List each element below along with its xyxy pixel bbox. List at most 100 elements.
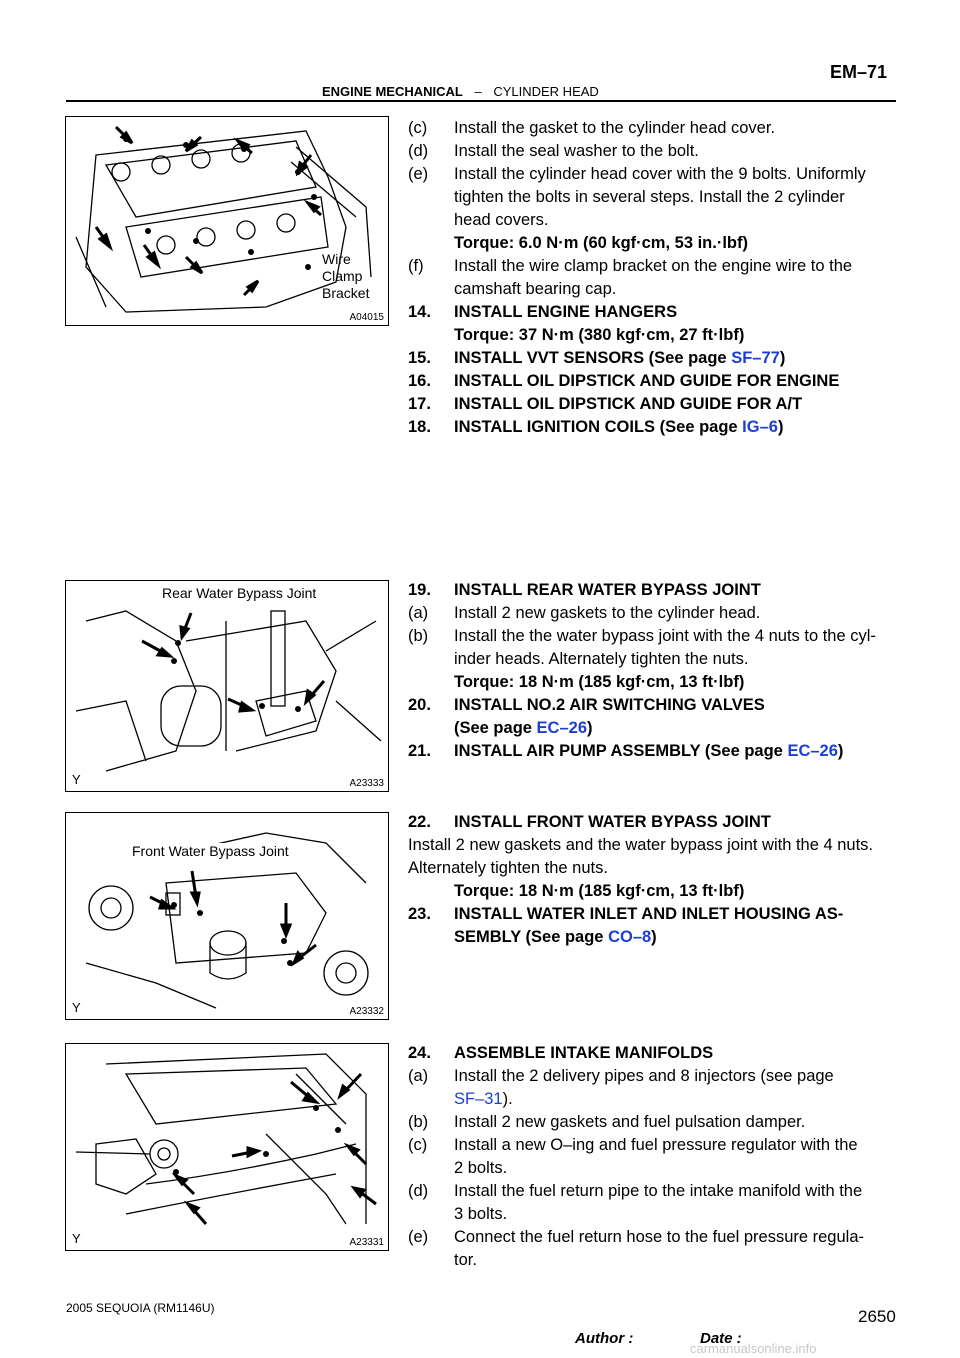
- step-number: (b): [408, 1113, 429, 1131]
- step-text: Install the gasket to the cylinder head …: [454, 119, 776, 137]
- step-21: 21. INSTALL AIR PUMP ASSEMBLY (See page E…: [408, 741, 843, 762]
- step-16: 16. INSTALL OIL DIPSTICK AND GUIDE FOR EN…: [408, 371, 839, 392]
- step-text: Install 2 new gaskets and fuel pulsation…: [454, 1113, 806, 1131]
- page-number: EM–71: [830, 62, 888, 82]
- step-text: SEMBLY (See page: [454, 928, 609, 946]
- step-number: 24.: [408, 1044, 431, 1062]
- page-reference-link[interactable]: SF–77: [731, 349, 780, 367]
- step-22-text-1: Install 2 new gaskets and the water bypa…: [408, 836, 874, 854]
- step-24-e-cont: tor.: [454, 1251, 477, 1269]
- step-number: (d): [408, 1182, 429, 1200]
- torque-spec: Torque: 37 N·m (380 kgf·cm, 27 ft·lbf): [454, 325, 744, 346]
- step-19-a: (a)Install 2 new gaskets to the cylinder…: [408, 603, 760, 624]
- subsection-title: CYLINDER HEAD: [493, 84, 599, 99]
- footer-model: 2005 SEQUOIA (RM1146U): [66, 1301, 215, 1315]
- figure-marker: Y: [72, 1000, 81, 1015]
- step-number: 20.: [408, 696, 431, 714]
- page-reference-link[interactable]: IG–6: [742, 418, 778, 436]
- step-14: 14.INSTALL ENGINE HANGERS: [408, 302, 677, 323]
- figure-code: A23332: [349, 1006, 384, 1017]
- step-number: (d): [408, 142, 429, 160]
- running-header: ENGINE MECHANICAL – CYLINDER HEAD: [322, 84, 599, 99]
- step-24-a: (a) Install the 2 delivery pipes and 8 in…: [408, 1066, 834, 1087]
- page-reference-link[interactable]: CO–8: [608, 928, 652, 946]
- figure-code: A23331: [349, 1237, 384, 1248]
- section-title: ENGINE MECHANICAL: [322, 84, 463, 99]
- step-text-end: ): [779, 349, 786, 367]
- step-19: 19. INSTALL REAR WATER BYPASS JOINT: [408, 580, 761, 601]
- step-e-cont-1: tighten the bolts in several steps. Inst…: [454, 188, 845, 206]
- figure-label-wire-clamp-bracket: Wire Clamp Bracket: [320, 251, 371, 302]
- step-24-b: (b) Install 2 new gaskets and fuel pulsat…: [408, 1112, 805, 1133]
- step-24-d-cont: 3 bolts.: [454, 1205, 508, 1223]
- step-22-text-2: Alternately tighten the nuts.: [408, 859, 608, 877]
- step-number: 18.: [408, 418, 431, 436]
- engine-illustration: [75, 1053, 377, 1225]
- figure-label: Rear Water Bypass Joint: [160, 585, 319, 602]
- step-text: INSTALL REAR WATER BYPASS JOINT: [454, 581, 761, 599]
- step-text: INSTALL VVT SENSORS (See page: [454, 349, 732, 367]
- step-24-e: (e)Connect the fuel return hose to the f…: [408, 1227, 864, 1248]
- step-f-wire-clamp: (f) Install the wire clamp bracket on the…: [408, 256, 852, 277]
- torque-text: Torque: 6.0 N·m (60 kgf·cm, 53 in.·lbf): [454, 234, 748, 252]
- step-20: 20.INSTALL NO.2 AIR SWITCHING VALVES: [408, 695, 765, 716]
- step-number: (c): [408, 1136, 428, 1154]
- header-separator: –: [474, 84, 482, 99]
- step-number: (a): [408, 1067, 429, 1085]
- page-reference-link[interactable]: EC–26: [536, 719, 587, 737]
- step-15: 15. INSTALL VVT SENSORS (See page SF–77): [408, 348, 785, 369]
- step-number: 21.: [408, 742, 431, 760]
- step-24-c: (c)Install a new O–ing and fuel pressure…: [408, 1135, 858, 1156]
- step-17: 17.INSTALL OIL DIPSTICK AND GUIDE FOR A/…: [408, 394, 802, 415]
- page-reference-link[interactable]: SF–31: [454, 1090, 503, 1108]
- step-number: 17.: [408, 395, 431, 413]
- step-number: (b): [408, 627, 429, 645]
- step-e-cont-2: head covers.: [454, 211, 549, 229]
- step-24-a-cont: SF–31).: [454, 1089, 513, 1110]
- engine-illustration: [75, 610, 382, 772]
- footer-number: 2650: [858, 1307, 896, 1326]
- step-text: Install the wire clamp bracket on the en…: [454, 257, 853, 275]
- figure-code: A23333: [349, 778, 384, 789]
- step-20-cont: (See page EC–26): [454, 718, 593, 739]
- torque-spec: Torque: 18 N·m (185 kgf·cm, 13 ft·lbf): [454, 881, 744, 902]
- figure-intake-manifolds: Y A23331: [65, 1043, 389, 1251]
- step-text: INSTALL AIR PUMP ASSEMBLY (See page: [454, 742, 788, 760]
- step-text: Install the 2 delivery pipes and 8 injec…: [454, 1067, 834, 1085]
- torque-spec: Torque: 18 N·m (185 kgf·cm, 13 ft·lbf): [454, 672, 744, 693]
- page-reference-link[interactable]: EC–26: [787, 742, 838, 760]
- step-text: (See page: [454, 719, 537, 737]
- step-number: 16.: [408, 372, 431, 390]
- figure-marker: Y: [72, 772, 81, 787]
- label-line-2: Clamp: [322, 268, 363, 284]
- watermark: carmanualsonline.info: [690, 1341, 817, 1356]
- step-number: (e): [408, 165, 429, 183]
- step-24: 24.ASSEMBLE INTAKE MANIFOLDS: [408, 1043, 713, 1064]
- step-23: 23.INSTALL WATER INLET AND INLET HOUSING…: [408, 904, 843, 925]
- step-text-end: ): [651, 928, 657, 946]
- step-c-gasket: (c) Install the gasket to the cylinder he…: [408, 118, 775, 139]
- figure-rear-water-bypass-joint: Rear Water Bypass Joint Y A23333: [65, 580, 389, 792]
- step-text: Install the seal washer to the bolt.: [454, 142, 699, 160]
- step-number: 15.: [408, 349, 431, 367]
- step-d-seal-washer: (d) Install the seal washer to the bolt.: [408, 141, 699, 162]
- step-number: (f): [408, 257, 424, 275]
- step-number: 19.: [408, 581, 431, 599]
- engine-illustration: [75, 125, 372, 313]
- step-number: (c): [408, 119, 428, 137]
- step-text: INSTALL IGNITION COILS (See page: [454, 418, 743, 436]
- torque-text: Torque: 37 N·m (380 kgf·cm, 27 ft·lbf): [454, 326, 745, 344]
- step-24-d: (d)Install the fuel return pipe to the i…: [408, 1181, 862, 1202]
- torque-spec: Torque: 6.0 N·m (60 kgf·cm, 53 in.·lbf): [454, 233, 748, 254]
- step-text: INSTALL OIL DIPSTICK AND GUIDE FOR ENGIN…: [454, 372, 840, 390]
- step-text-end: ): [837, 742, 844, 760]
- step-text: Install the cylinder head cover with the…: [454, 165, 866, 183]
- step-number: (a): [408, 604, 429, 622]
- step-18: 18. INSTALL IGNITION COILS (See page IG–6…: [408, 417, 783, 438]
- header-rule: [66, 100, 896, 102]
- label-line-1: Wire: [322, 251, 351, 267]
- engine-illustration: [85, 832, 369, 1009]
- step-23-cont: SEMBLY (See page CO–8): [454, 927, 657, 948]
- step-text: INSTALL WATER INLET AND INLET HOUSING AS…: [454, 905, 844, 923]
- step-f-cont-1: camshaft bearing cap.: [454, 280, 617, 298]
